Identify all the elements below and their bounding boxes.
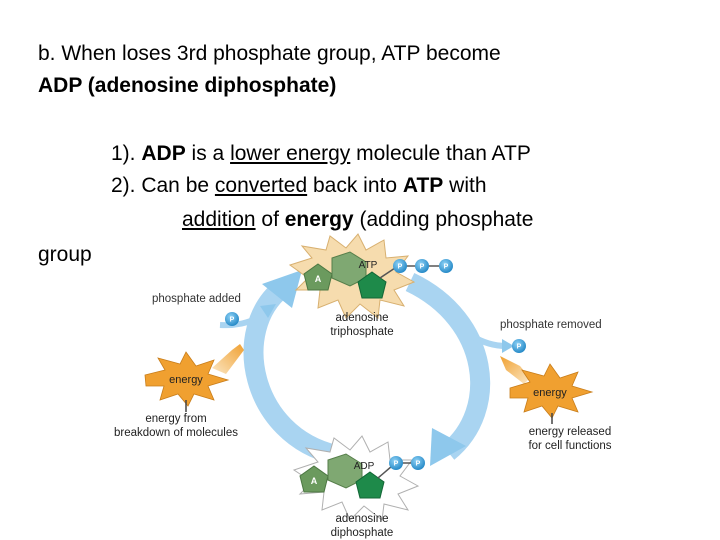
point-2: 2). Can be converted back into ATP with (111, 173, 487, 199)
heading-line-2: ADP (adenosine diphosphate) (38, 73, 336, 99)
energy-input: energy (144, 344, 244, 407)
atp-phosphate-2 (415, 259, 429, 273)
adp-phosphate-2 (411, 456, 425, 470)
adp-phosphate-1 (389, 456, 403, 470)
adp-name-line-1: adenosine (335, 513, 388, 525)
removed-phosphate-label: P (517, 344, 522, 351)
atp-phosphate-2-label: P (420, 264, 425, 271)
atp-adenine-label: A (315, 274, 322, 284)
energy-input-arrow (212, 344, 244, 374)
adenine-pentagon-atp (303, 263, 333, 291)
point-2-text-a: 2). Can be (111, 174, 215, 197)
point-1-text-b: molecule than ATP (350, 142, 531, 165)
removed-phosphate (512, 339, 526, 353)
point-2-text-b: back into (307, 174, 403, 197)
point-2-text-e: (adding phosphate (353, 208, 534, 231)
atp-phosphate-3 (439, 259, 453, 273)
point-2-text-c: with (443, 174, 487, 197)
energy-output-label: energy (533, 387, 567, 399)
cycle-arrow-right (405, 272, 490, 466)
energy-output-star (509, 363, 594, 419)
atp-phosphate-1-label: P (398, 264, 403, 271)
energy-input-star (144, 351, 230, 407)
point-2-group: group (38, 242, 92, 268)
point-2-continued: addition of energy (adding phosphate (182, 207, 533, 233)
ribose-pentagon-adp (355, 471, 385, 499)
energy-output: energy (500, 356, 594, 419)
adp-label: ADP (354, 461, 375, 472)
ribose-pentagon-atp (357, 271, 387, 299)
heading-line-1: b. When loses 3rd phosphate group, ATP b… (38, 41, 501, 67)
energy-released-line-1: energy released (529, 426, 611, 438)
adp-molecule: A ADP P P (292, 435, 425, 521)
group-text: group (38, 243, 92, 266)
energy-from-line-2: breakdown of molecules (114, 427, 238, 439)
point-2-addition: addition (182, 208, 256, 231)
atp-name-line-1: adenosine (335, 312, 388, 324)
adp-name-line-2: diphosphate (331, 527, 394, 539)
energy-output-arrow (500, 356, 530, 384)
point-2-atp: ATP (402, 174, 444, 197)
energy-from-line-1: energy from (145, 413, 206, 425)
adp-full-name: ADP (adenosine diphosphate) (38, 74, 337, 97)
point-2-energy: energy (284, 208, 354, 231)
added-phosphate (225, 312, 239, 326)
atp-molecule: A ATP P P P (288, 233, 453, 319)
heading-text: b. When loses 3rd phosphate group, ATP b… (38, 42, 501, 65)
point-2-text-d: of (255, 208, 285, 231)
adp-phosphate-1-label: P (394, 461, 399, 468)
atp-phosphate-3-label: P (444, 264, 449, 271)
phosphate-removed-label: phosphate removed (500, 319, 602, 331)
energy-input-label: energy (169, 374, 203, 386)
adp-phosphate-2-label: P (416, 461, 421, 468)
point-1-adp: ADP (141, 142, 186, 165)
atp-label: ATP (359, 260, 378, 271)
added-phosphate-label: P (230, 317, 235, 324)
point-2-converted: converted (214, 174, 308, 197)
phosphate-added-label: phosphate added (152, 293, 241, 305)
energy-released-line-2: for cell functions (528, 440, 611, 452)
adp-adenine-label: A (311, 476, 318, 486)
point-1-text-a: is a (185, 142, 231, 165)
point-1-lower-energy: lower energy (230, 142, 351, 165)
atp-phosphate-1 (393, 259, 407, 273)
point-1: 1). ADP is a lower energy molecule than … (111, 141, 531, 167)
atp-name-line-2: triphosphate (330, 326, 393, 338)
adenine-pentagon-adp (299, 465, 329, 493)
point-1-number: 1). (111, 142, 136, 165)
